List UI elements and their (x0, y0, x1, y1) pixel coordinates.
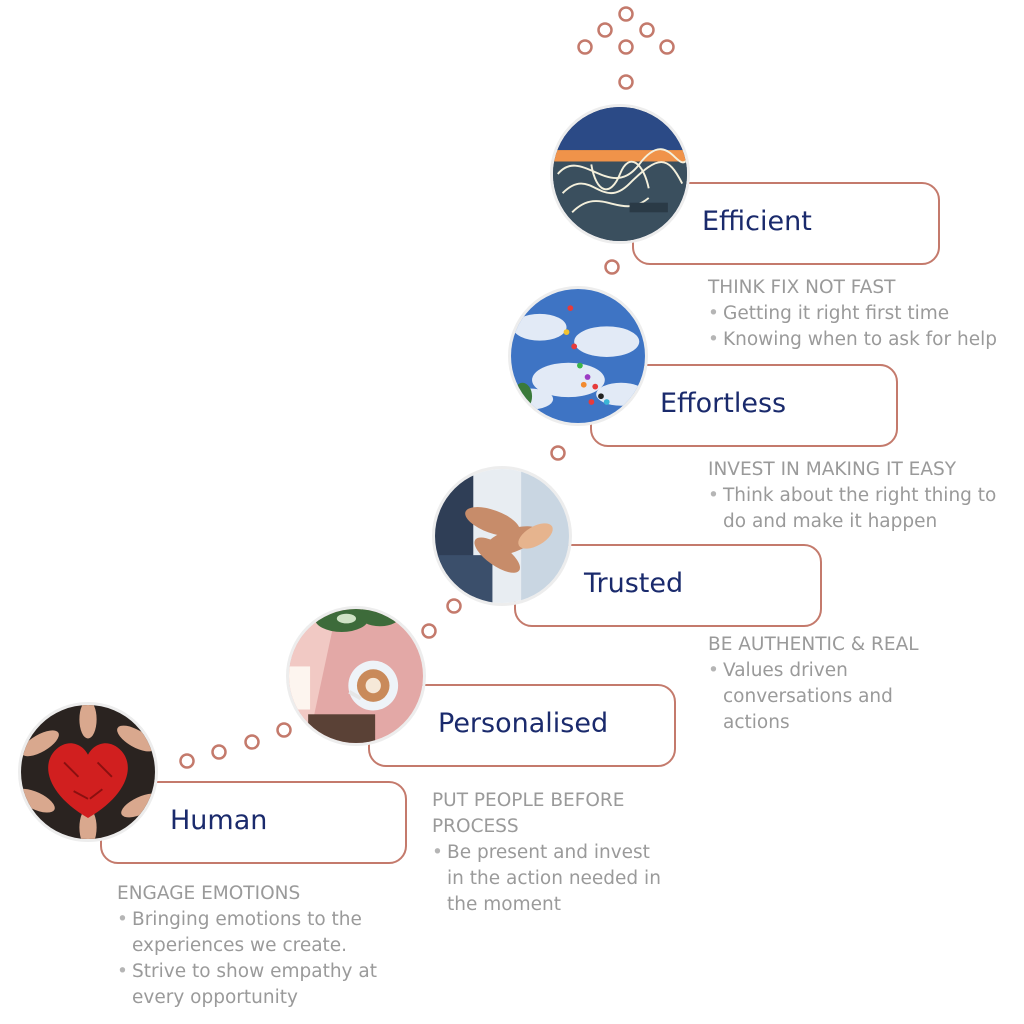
path-dot (659, 39, 675, 55)
path-dot (446, 598, 462, 614)
path-dot (211, 744, 227, 760)
step-title: Effortless (660, 388, 787, 419)
step-image-coffee (286, 606, 426, 746)
step-title: Personalised (438, 708, 609, 739)
step-title: Trusted (584, 568, 684, 599)
step-description: THINK FIX NOT FAST Getting it right firs… (708, 275, 1018, 353)
path-dot (639, 22, 655, 38)
step-image-hands-heart (18, 702, 158, 842)
step-image-stacked-hands (432, 466, 572, 606)
path-dot (618, 39, 634, 55)
path-dot (421, 623, 437, 639)
path-dot (276, 722, 292, 738)
step-heading: ENGAGE EMOTIONS (117, 883, 301, 904)
step-bullet: Be present and invest in the action need… (432, 840, 672, 918)
step-bullet: Knowing when to ask for help (708, 327, 1018, 353)
step-title: Efficient (702, 206, 812, 237)
path-dot (577, 39, 593, 55)
path-dot (604, 259, 620, 275)
step-bullet: Getting it right first time (708, 301, 1018, 327)
step-bullet: Strive to show empathy at every opportun… (117, 959, 402, 1011)
step-heading: BE AUTHENTIC & REAL (708, 634, 919, 655)
step-description: PUT PEOPLE BEFORE PROCESS Be present and… (432, 788, 672, 918)
step-description: ENGAGE EMOTIONS Bringing emotions to the… (117, 881, 402, 1011)
path-dot (244, 734, 260, 750)
step-description: BE AUTHENTIC & REAL Values driven conver… (708, 632, 958, 736)
path-dot (597, 22, 613, 38)
step-description: INVEST IN MAKING IT EASY Think about the… (708, 457, 1013, 535)
step-bullet: Bringing emotions to the experiences we … (117, 907, 402, 959)
path-dot (550, 445, 566, 461)
step-image-balloons (508, 286, 648, 426)
step-title: Human (170, 805, 268, 836)
step-box (514, 544, 822, 627)
path-dot (618, 6, 634, 22)
path-dot (179, 753, 195, 769)
step-heading: INVEST IN MAKING IT EASY (708, 459, 957, 480)
step-image-light-trails (550, 104, 690, 244)
step-heading: PUT PEOPLE BEFORE PROCESS (432, 790, 625, 837)
path-dot (618, 74, 634, 90)
step-bullet: Think about the right thing to do and ma… (708, 483, 1013, 535)
step-heading: THINK FIX NOT FAST (708, 277, 896, 298)
step-bullet: Values driven conversations and actions (708, 658, 958, 736)
